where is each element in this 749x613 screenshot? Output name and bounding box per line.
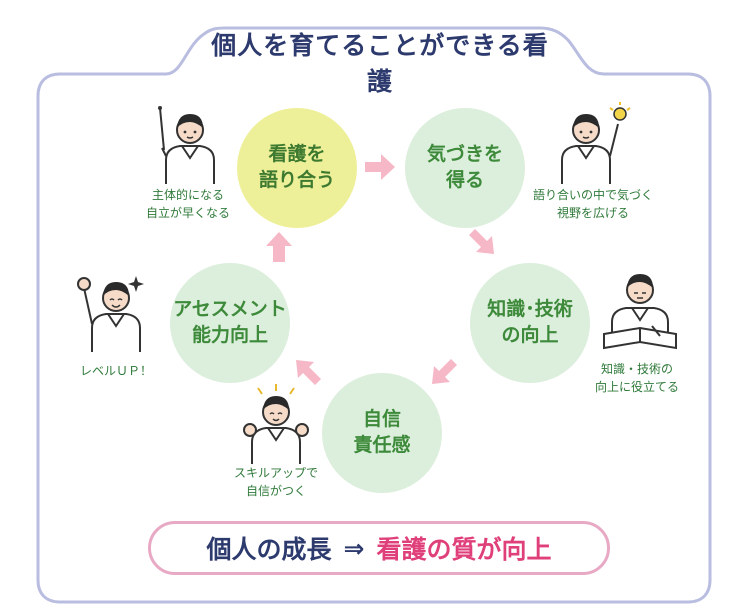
conclusion-left-text: 個人の成長 (206, 535, 332, 564)
cycle-step-label: 自信 (362, 408, 401, 431)
nurse-fist-icon (77, 276, 144, 352)
conclusion-arrow: ⇒ (343, 533, 365, 563)
cycle-step-label: 知識･技術 (487, 298, 573, 321)
arrow-up-left-icon (296, 360, 321, 385)
cycle-step-discuss: 看護を 語り合う (237, 108, 357, 228)
diagram-title: 個人を育てることができる看護 (211, 31, 549, 96)
caption-line: スキルアップで (233, 466, 318, 480)
conclusion-banner: 個人の成長 ⇒ 看護の質が向上 (148, 521, 610, 575)
caption-line: レベルＵＰ！ (79, 364, 152, 378)
cycle-step-label: 気づきを (426, 143, 503, 166)
nurse-pointer-icon (158, 106, 215, 184)
caption-line: 自信がつく (245, 484, 306, 498)
cycle-step-label: 看護を (268, 143, 326, 166)
caption-top-right: 語り合いの中で気づく 視野を広げる (518, 186, 668, 222)
conclusion-right-text: 看護の質が向上 (376, 535, 552, 564)
nurse-idea-icon (561, 102, 631, 184)
arrow-up-icon (266, 232, 292, 262)
caption-line: 向上に役立てる (594, 380, 679, 394)
cycle-step-label: 能力向上 (191, 324, 268, 346)
arrow-down-right-icon (469, 229, 494, 254)
cycle-step-confidence: 自信 責任感 (322, 373, 442, 493)
arrow-right-icon (365, 154, 395, 180)
caption-right: 知識・技術の 向上に役立てる (572, 360, 702, 396)
caption-line: 語り合いの中で気づく (532, 188, 653, 202)
cycle-step-label: 得る (445, 169, 484, 191)
caption-line: 知識・技術の (600, 362, 673, 376)
nurse-cheer-icon (243, 384, 309, 464)
cycle-step-skill: 知識･技術 の向上 (470, 263, 590, 383)
arrow-down-left-icon (432, 359, 457, 384)
caption-top-left: 主体的になる 自立が早くなる (118, 186, 258, 222)
caption-line: 主体的になる (151, 188, 224, 202)
caption-left: レベルＵＰ！ (56, 362, 176, 380)
caption-line: 視野を広げる (556, 206, 629, 220)
cycle-step-label: アセスメント (173, 298, 287, 321)
cycle-step-label: の向上 (501, 324, 559, 346)
caption-line: 自立が早くなる (145, 206, 230, 220)
caption-bottom: スキルアップで 自信がつく (206, 464, 346, 500)
cycle-step-label: 語り合う (258, 169, 335, 191)
cycle-step-awareness: 気づきを 得る (405, 108, 525, 228)
cycle-step-assessment: アセスメント 能力向上 (170, 263, 290, 383)
nurse-writing-icon (603, 274, 677, 350)
cycle-step-label: 責任感 (353, 434, 411, 456)
